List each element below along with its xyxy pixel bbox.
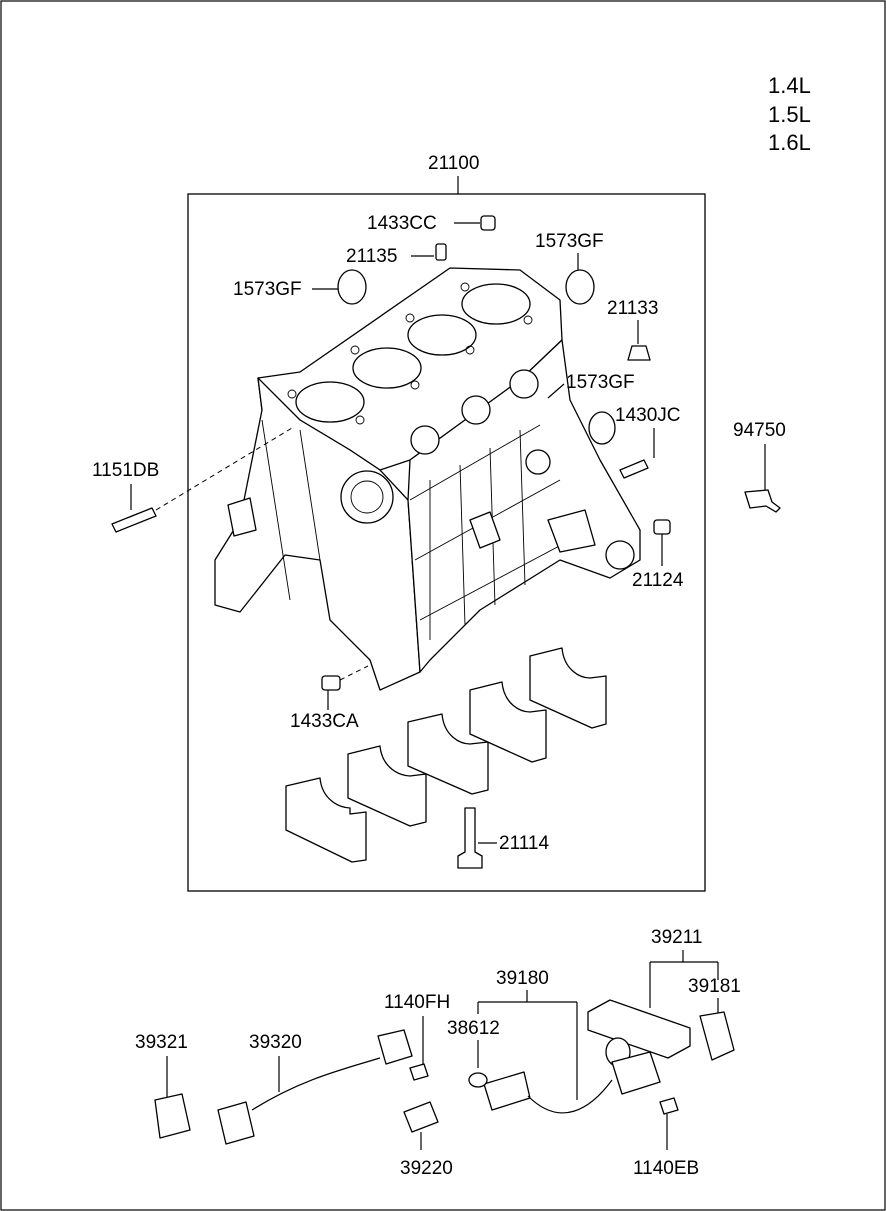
part-39321 [154,1093,191,1139]
part-39320-connector [217,1101,255,1145]
label-21114: 21114 [499,833,549,854]
part-1433cc [480,215,496,231]
part-21135 [435,243,447,261]
label-1433cc: 1433CC [367,213,437,234]
part-38612 [468,1072,488,1088]
part-1573gf-left [337,269,367,305]
engine-version-3: 1.6L [768,130,811,155]
part-1573gf-right [588,411,616,445]
part-39180-connector [611,1051,661,1095]
engine-version-1: 1.4L [768,73,811,98]
part-1430jc [619,459,649,479]
part-39320-cable [251,1057,381,1111]
label-39220: 39220 [400,1158,453,1179]
label-39181: 39181 [688,976,741,997]
label-21135: 21135 [346,246,397,267]
part-39180-cable [527,1079,613,1114]
bearing-caps [285,647,607,863]
leader-1573gf-right [547,383,565,399]
assembly-box-21100 [187,193,706,892]
label-1151db: 1151DB [92,460,159,481]
label-39321: 39321 [135,1032,188,1053]
label-21100: 21100 [428,153,479,174]
label-1430jc: 1430JC [615,405,681,426]
label-1433ca: 1433CA [290,711,359,732]
part-1573gf-top [565,269,595,305]
part-39211-bracket [587,999,691,1059]
label-38612: 38612 [447,1018,500,1039]
cylinder-block [214,267,641,691]
label-39320: 39320 [249,1032,302,1053]
label-21124: 21124 [632,570,684,591]
part-39220 [403,1101,439,1133]
part-21133 [627,345,651,361]
part-1140fh [409,1063,429,1081]
part-39180-sensor-body [483,1071,531,1111]
label-1140eb: 1140EB [633,1158,699,1179]
pin-axis-1433ca [339,665,369,681]
part-21114 [457,807,483,869]
part-1140eb [659,1097,679,1115]
label-39180: 39180 [496,968,549,989]
label-94750: 94750 [733,420,786,441]
label-1573gf-left: 1573GF [233,279,302,300]
label-39211: 39211 [651,927,702,948]
part-21124 [653,519,671,535]
label-1573gf-top: 1573GF [535,231,604,252]
part-94750 [744,489,781,513]
part-1151db [111,507,157,533]
engine-version-2: 1.5L [768,102,811,127]
label-1140fh: 1140FH [384,992,450,1013]
part-39181-clip [699,1011,735,1061]
part-39320-sensor [377,1029,413,1065]
label-1573gf-right: 1573GF [566,372,635,393]
part-1433ca [321,675,341,691]
label-21133: 21133 [607,298,658,319]
